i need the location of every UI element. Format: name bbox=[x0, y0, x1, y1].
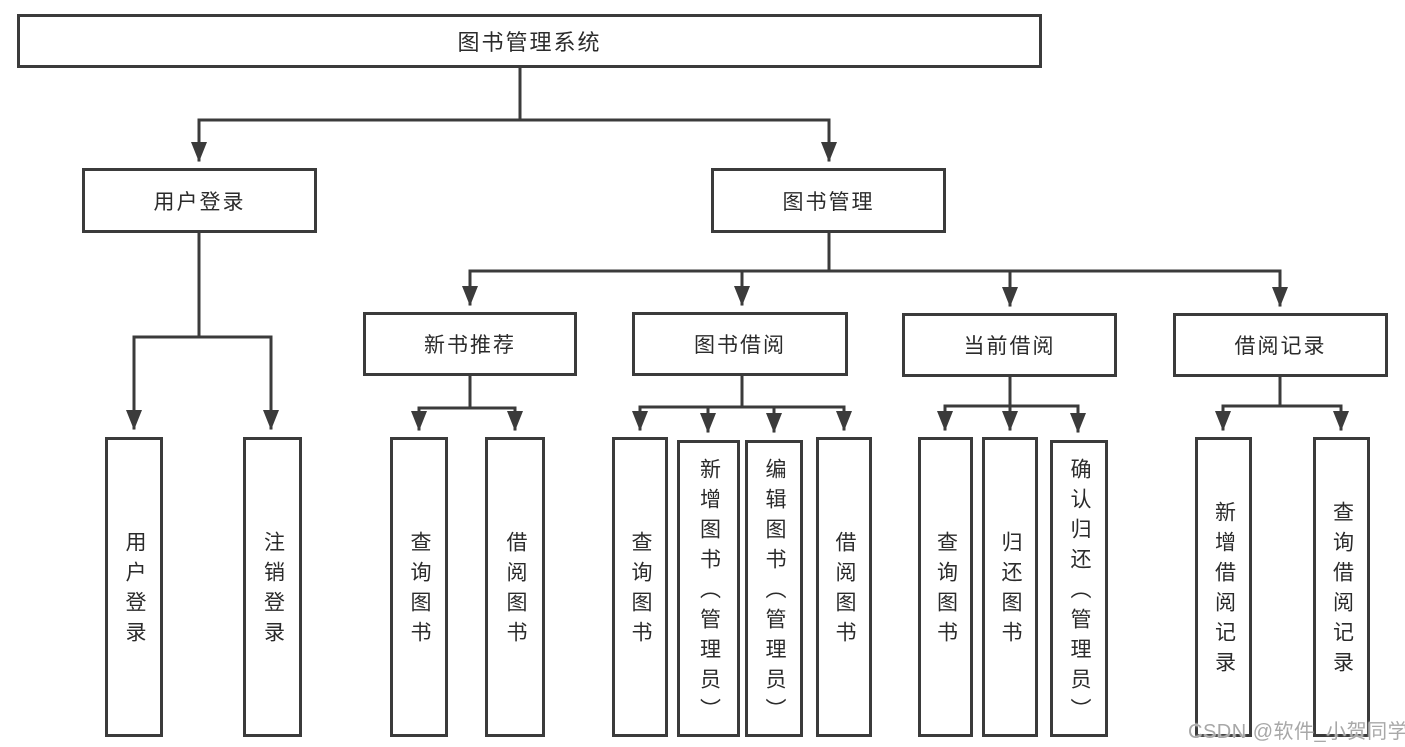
watermark: CSDN @软件_小贺同学 bbox=[1188, 721, 1405, 743]
node-new-book-recommend: 新书推荐 bbox=[363, 312, 577, 376]
node-records-add-record: 新增借阅记录 bbox=[1195, 437, 1252, 737]
node-label: 图书借阅 bbox=[694, 334, 786, 357]
node-label: 用户登录 bbox=[153, 190, 246, 214]
node-label: 当前借阅 bbox=[963, 335, 1056, 358]
node-label: 借阅图书 bbox=[504, 531, 527, 651]
node-user-login-leaf: 用户登录 bbox=[105, 437, 163, 737]
node-label: 新增图书（管理员） bbox=[697, 457, 721, 728]
node-label: 图书管理系统 bbox=[457, 30, 602, 55]
connector-current-borrowing bbox=[937, 375, 1086, 433]
node-recommend-query-books: 查询图书 bbox=[390, 437, 448, 737]
node-library-management-system: 图书管理系统 bbox=[17, 14, 1042, 68]
connector-new-book-recommend bbox=[411, 373, 523, 431]
node-label: 借阅记录 bbox=[1234, 335, 1327, 358]
node-label: 确认归还（管理员） bbox=[1068, 457, 1091, 728]
node-label: 查询图书 bbox=[934, 531, 958, 651]
node-label: 图书管理 bbox=[782, 190, 875, 214]
node-label: 查询图书 bbox=[408, 531, 431, 651]
node-label: 查询图书 bbox=[629, 531, 652, 651]
node-borrowing-borrow-books: 借阅图书 bbox=[816, 437, 872, 737]
node-borrowing-add-books-admin: 新增图书（管理员） bbox=[677, 440, 740, 737]
node-current-query-books: 查询图书 bbox=[918, 437, 973, 737]
connector-book-borrowing bbox=[632, 374, 852, 433]
node-label: 新增借阅记录 bbox=[1212, 501, 1236, 681]
node-label: 新书推荐 bbox=[424, 334, 516, 357]
node-borrowing-edit-books-admin: 编辑图书（管理员） bbox=[745, 440, 803, 737]
node-label: 用户登录 bbox=[123, 531, 146, 651]
node-records-query-record: 查询借阅记录 bbox=[1313, 437, 1370, 737]
node-book-management: 图书管理 bbox=[711, 168, 946, 233]
connector-borrowing-records bbox=[1215, 375, 1349, 431]
node-logout: 注销登录 bbox=[243, 437, 302, 737]
connector-book-management bbox=[462, 231, 1288, 307]
connector-user-login bbox=[126, 231, 279, 430]
node-label: 编辑图书（管理员） bbox=[763, 457, 786, 728]
node-current-confirm-return-admin: 确认归还（管理员） bbox=[1050, 440, 1108, 737]
node-recommend-borrow-books: 借阅图书 bbox=[485, 437, 545, 737]
node-label: 查询借阅记录 bbox=[1330, 501, 1354, 681]
node-user-login: 用户登录 bbox=[82, 168, 317, 233]
node-current-return-books: 归还图书 bbox=[982, 437, 1038, 737]
node-current-borrowing: 当前借阅 bbox=[902, 313, 1117, 377]
node-label: 借阅图书 bbox=[833, 531, 856, 651]
node-book-borrowing: 图书借阅 bbox=[632, 312, 848, 376]
node-borrowing-records: 借阅记录 bbox=[1173, 313, 1388, 377]
connector-root bbox=[191, 66, 837, 162]
node-borrowing-query-books: 查询图书 bbox=[612, 437, 668, 737]
node-label: 注销登录 bbox=[261, 531, 285, 651]
node-label: 归还图书 bbox=[999, 531, 1022, 651]
